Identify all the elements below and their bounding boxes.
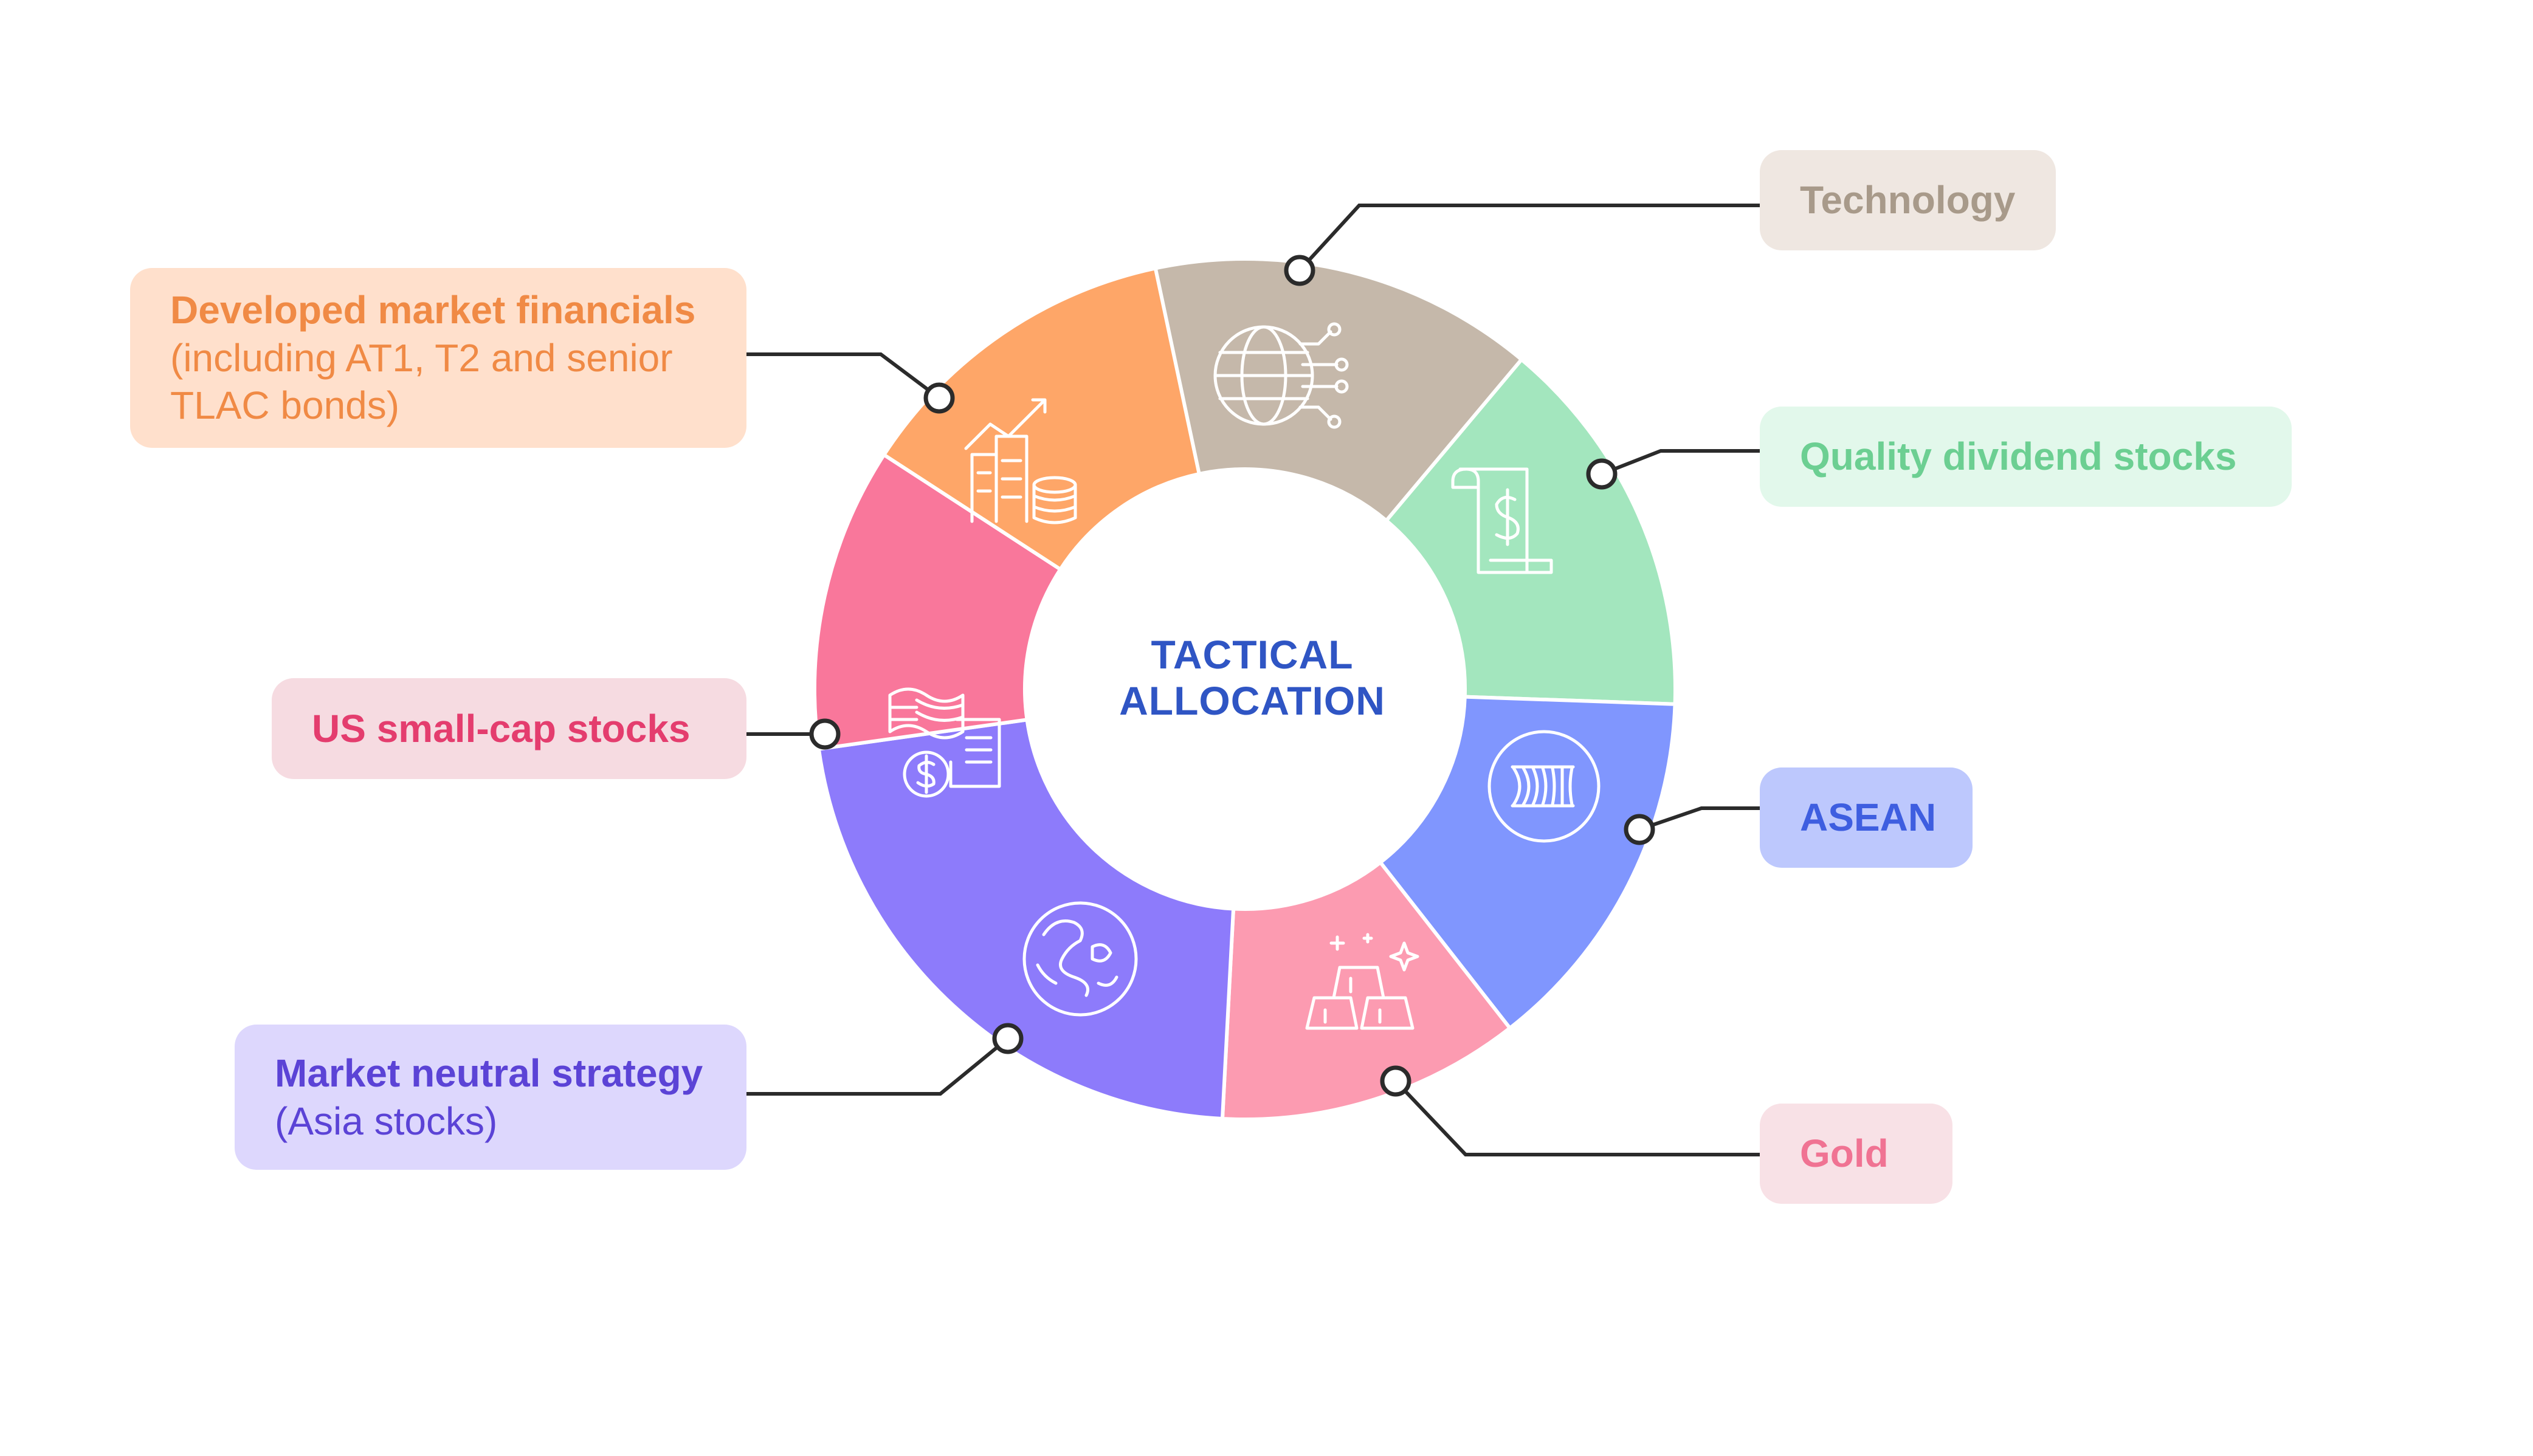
label-title-quality-dividend: Quality dividend stocks: [1800, 434, 2237, 479]
connector-dot-asean: [1624, 814, 1655, 845]
globe-circuit-icon: [1213, 322, 1349, 429]
asean-emblem-icon: [1487, 730, 1601, 843]
connector-dot-quality-dividend: [1586, 458, 1618, 490]
dollar-scroll-icon: [1451, 467, 1553, 574]
connector-quality-dividend: [1601, 449, 1760, 476]
segment-quality-dividend: [1384, 357, 1677, 706]
segment-dm-financials: [881, 266, 1202, 572]
connector-dot-gold: [1380, 1065, 1411, 1097]
label-box-dm-financials: Developed market financials(including AT…: [130, 268, 746, 448]
label-box-asean: ASEAN: [1760, 767, 1973, 868]
label-box-gold: Gold: [1760, 1104, 1952, 1204]
buildings-coins-icon: [964, 398, 1077, 524]
label-box-us-small-cap: US small-cap stocks: [272, 678, 746, 779]
us-flag-document-icon: [888, 687, 1001, 798]
segment-icons: [888, 322, 1601, 1030]
connector-dm-financials: [746, 352, 940, 400]
label-subtitle-dm-financials: (including AT1, T2 and senior TLAC bonds…: [170, 335, 673, 428]
segment-asean: [1377, 695, 1677, 1031]
label-box-quality-dividend: Quality dividend stocks: [1760, 407, 2292, 507]
connector-dot-us-small-cap: [809, 718, 841, 750]
label-subtitle-market-neutral: (Asia stocks): [275, 1099, 498, 1143]
label-title-dm-financials: Developed market financials: [170, 287, 696, 332]
connector-market-neutral: [746, 1037, 1009, 1096]
connector-dot-dm-financials: [923, 382, 955, 414]
label-title-technology: Technology: [1800, 178, 2016, 222]
center-title-line1: TACTICAL: [1151, 632, 1354, 677]
connector-asean: [1639, 806, 1760, 831]
label-box-market-neutral: Market neutral strategy(Asia stocks): [235, 1025, 746, 1170]
connector-lines: [746, 204, 1760, 1156]
center-title: TACTICAL ALLOCATION: [1033, 632, 1471, 724]
connector-gold: [1394, 1079, 1760, 1156]
connector-technology: [1298, 204, 1760, 272]
asia-globe-icon: [1022, 901, 1138, 1017]
segment-market-neutral: [816, 717, 1236, 1121]
connector-dot-market-neutral: [992, 1023, 1024, 1054]
segment-gold: [1220, 860, 1513, 1121]
label-box-technology: Technology: [1760, 150, 2056, 250]
gold-bars-icon: [1305, 933, 1419, 1030]
segment-us-small-cap: [813, 452, 1063, 751]
label-title-market-neutral: Market neutral strategy: [275, 1051, 703, 1095]
label-title-asean: ASEAN: [1800, 795, 1937, 840]
label-title-us-small-cap: US small-cap stocks: [312, 706, 691, 750]
center-title-line2: ALLOCATION: [1119, 678, 1385, 723]
connector-dot-technology: [1284, 255, 1315, 286]
label-title-gold: Gold: [1800, 1131, 1889, 1176]
